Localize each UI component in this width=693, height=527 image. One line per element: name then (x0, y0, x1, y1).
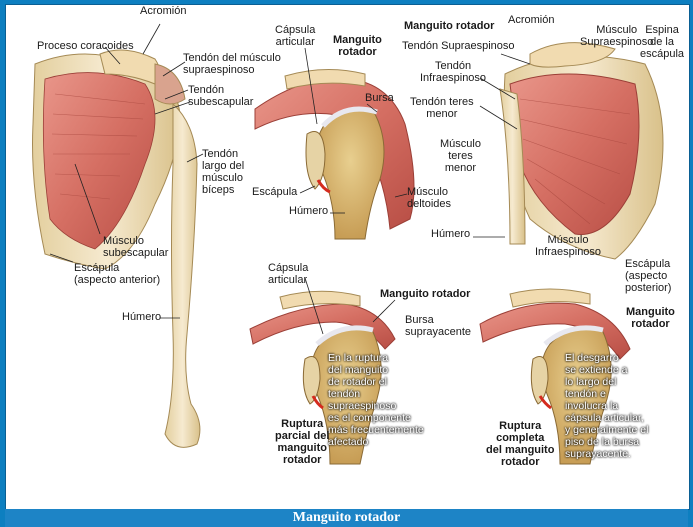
partial-tear-caption: Ruptura parcial del manguito rotador (275, 418, 329, 466)
acromion-label-posterior: Acromión (508, 14, 554, 26)
scapula-anterior-label: Escápula (aspecto anterior) (74, 262, 160, 286)
rotator-cuff-label-coronal: Manguito rotador (333, 34, 382, 58)
complete-tear-caption: Ruptura completa del manguito rotador (486, 420, 554, 468)
supraspinatus-tendon-label-posterior: Tendón Supraespinoso (402, 40, 515, 52)
subscapular-tendon-label: Tendón subescapular (188, 84, 253, 108)
scapula-posterior-label: Escápula (aspecto posterior) (625, 258, 671, 294)
teres-minor-muscle-label: Músculo teres menor (440, 138, 481, 174)
capsule-label-partial: Cápsula articular (268, 262, 308, 286)
complete-tear-note: El desgarro se extiende a lo largo del t… (565, 352, 648, 460)
partial-tear-note: En la ruptura del manguito de rotador el… (328, 352, 424, 448)
footer-title: Manguito rotador (5, 509, 688, 527)
coracoid-label: Proceso coracoides (37, 40, 134, 52)
subscapular-muscle-label: Músculo subescapular (103, 235, 168, 259)
rotator-cuff-label-complete: Manguito rotador (626, 306, 675, 330)
bursa-label: Bursa (365, 92, 394, 104)
bursa-label-partial: Bursa suprayacente (405, 314, 471, 338)
posterior-shoulder (500, 43, 663, 259)
deltoid-label: Músculo deltoides (407, 186, 451, 210)
scapula-label-coronal: Escápula (252, 186, 297, 198)
capsule-label-coronal: Cápsula articular (275, 24, 315, 48)
infraspinatus-muscle-label: Músculo Infraespinoso (535, 234, 601, 258)
humerus-label-posterior: Húmero (431, 228, 470, 240)
humerus-label-coronal: Húmero (289, 205, 328, 217)
biceps-tendon-label: Tendón largo del músculo bíceps (202, 148, 244, 196)
teres-minor-tendon-label: Tendón teres menor (410, 96, 474, 120)
acromion-label-anterior: Acromión (140, 5, 186, 17)
rotator-cuff-label-partial: Manguito rotador (380, 288, 470, 300)
scapula-spine-label: Espina de la escápula (640, 24, 684, 60)
supraspinatus-tendon-label-anterior: Tendón del músculo supraespinoso (183, 52, 281, 76)
rotator-cuff-title-posterior: Manguito rotador (404, 20, 494, 32)
infraspinatus-tendon-label: Tendón Infraespinoso (420, 60, 486, 84)
humerus-anterior-label: Húmero (122, 311, 161, 323)
